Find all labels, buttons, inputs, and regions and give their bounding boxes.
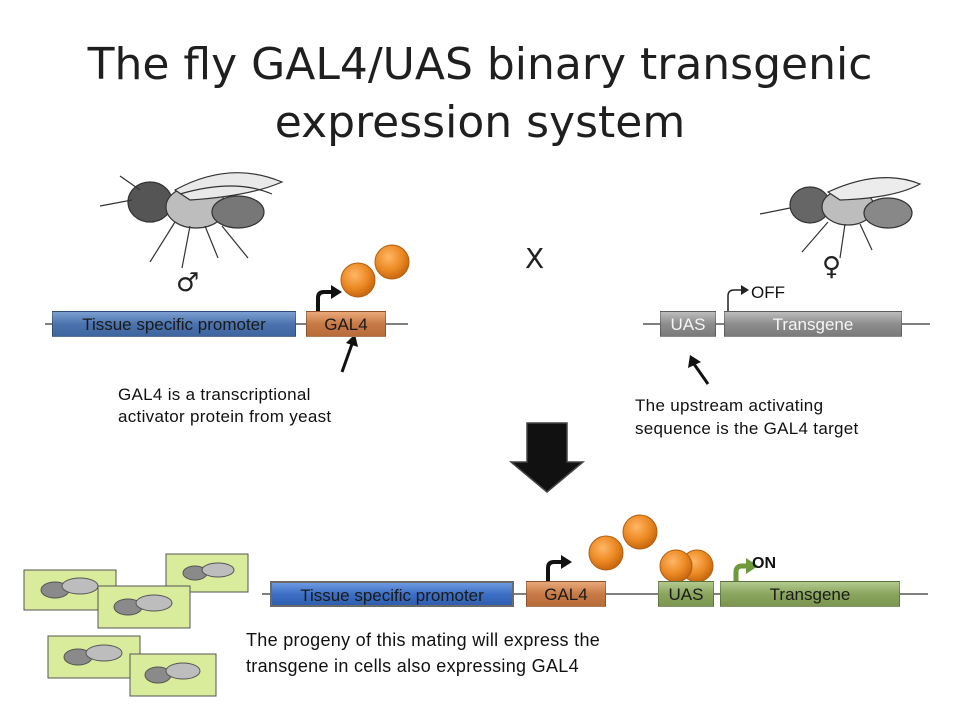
uas-box: UAS [660, 311, 716, 337]
pointer-arrow-gal4 [340, 343, 354, 373]
gal4-box: GAL4 [306, 311, 386, 337]
progeny-gal4-box: GAL4 [526, 581, 606, 607]
male-fly-illustration [99, 172, 284, 269]
pointer-arrow-uas [692, 363, 710, 385]
progeny-gal4-protein-1 [588, 535, 624, 571]
transgene-box-on: Transgene [720, 581, 900, 607]
progeny-tissue-promoter-box: Tissue specific promoter [270, 581, 514, 607]
cross-symbol: X [525, 242, 545, 275]
transgene-on-label: ON [752, 555, 776, 572]
transgene-on-arrow [733, 563, 748, 586]
gal4-promoter-arrow [316, 290, 332, 314]
progeny-flies-illustration [23, 553, 249, 697]
female-fly-illustration [759, 177, 922, 259]
page-title-line-2: expression system [274, 97, 686, 148]
progeny-note-line-2: transgene in cells also expressing GAL4 [246, 656, 579, 676]
transgene-off-label: OFF [751, 283, 785, 302]
progeny-gal4-promoter-arrow [546, 560, 562, 584]
uas-note-line-2: sequence is the GAL4 target [635, 419, 859, 438]
female-symbol: ♀ [822, 252, 842, 282]
progeny-gal4-protein-2 [622, 514, 658, 550]
progeny-uas-box: UAS [658, 581, 714, 607]
gal4-protein-2 [374, 244, 410, 280]
progeny-note-line-1: The progeny of this mating will express … [246, 630, 601, 650]
gal4-note-line-1: GAL4 is a transcriptional [118, 385, 311, 404]
gal4-protein-1 [340, 262, 376, 298]
uas-off-arrow [727, 289, 742, 312]
gal4-note-line-2: activator protein from yeast [118, 407, 332, 426]
transgene-box-off: Transgene [724, 311, 902, 337]
male-symbol: ♂ [176, 268, 200, 298]
cross-result-arrow [508, 422, 586, 493]
uas-note-line-1: The upstream activating [635, 396, 824, 415]
bound-gal4-protein-1 [659, 549, 693, 583]
tissue-promoter-box: Tissue specific promoter [52, 311, 296, 337]
page-title-line-1: The fly GAL4/UAS binary transgenic [87, 39, 873, 90]
